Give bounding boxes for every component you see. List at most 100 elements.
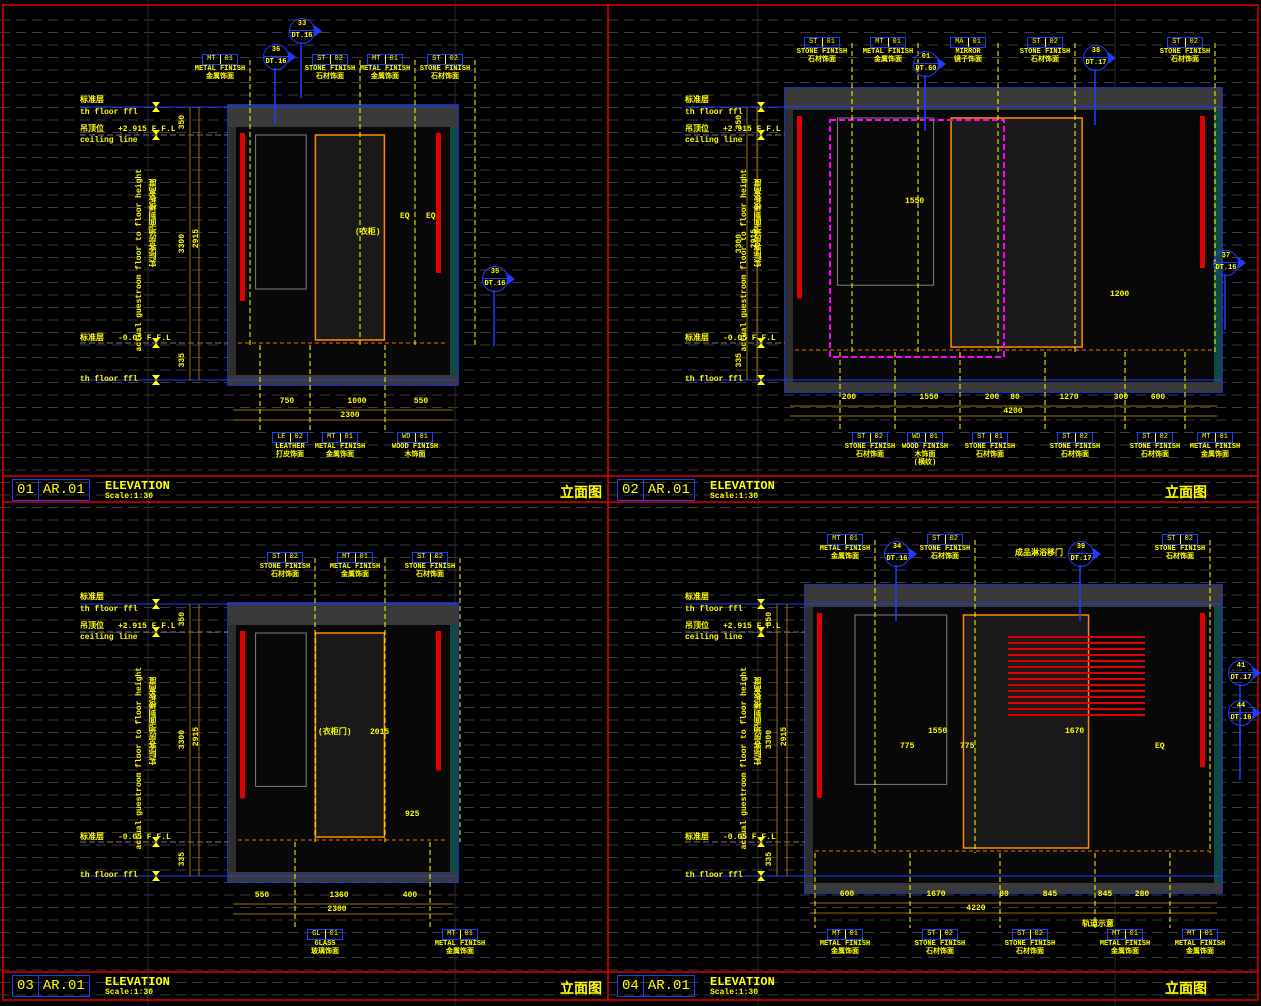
material-note: (横纹) <box>913 459 937 467</box>
drawing-note: (衣柜) <box>355 228 381 237</box>
red-profile <box>797 116 802 299</box>
material-code: MT <box>871 38 889 47</box>
material-name-en: METAL FINISH <box>434 940 486 948</box>
drawing-note: (衣柜门) <box>318 728 352 737</box>
level-marker-icon <box>152 375 160 385</box>
dim-3300: 3300 <box>178 233 187 253</box>
level-marker-icon <box>152 102 160 112</box>
dimension-value: 1270 <box>1059 393 1079 402</box>
dim-3300: 3300 <box>735 233 744 253</box>
drawing-number: 02 <box>618 480 644 500</box>
material-number: 01 <box>994 433 1003 441</box>
material-number: 01 <box>464 930 473 938</box>
drawing-note: 轨道示意 <box>1082 920 1114 929</box>
red-profile <box>817 613 822 798</box>
panel <box>255 134 307 290</box>
material-number: 02 <box>1159 433 1168 441</box>
material-name-cn: 打皮饰面 <box>276 451 304 459</box>
material-code: ST <box>1058 433 1076 442</box>
material-name-en: STONE FINISH <box>964 443 1016 451</box>
material-number: 02 <box>949 535 958 543</box>
level-marker-icon <box>152 627 160 637</box>
material-number: 02 <box>294 433 303 441</box>
material-name-en: METAL FINISH <box>819 545 871 553</box>
vertical-label-en: actual guestroom floor to floor height <box>135 169 144 352</box>
dimension-value: 845 <box>1042 890 1058 899</box>
drawing-title: ELEVATION <box>710 479 775 493</box>
level-ceiling-cn: 吊顶位 <box>80 622 104 631</box>
panel <box>854 614 948 785</box>
dim-335: 335 <box>735 353 744 368</box>
level-marker-icon <box>152 338 160 348</box>
dim-2915: 2915 <box>192 229 201 249</box>
drawing-title: ELEVATION <box>105 975 170 989</box>
dimension-value: 1550 <box>919 393 939 402</box>
dimension-value: 200 <box>841 393 857 402</box>
wall-left <box>785 110 793 382</box>
material-code: MT <box>1183 930 1201 939</box>
material-name-cn: 金属饰面 <box>326 451 354 459</box>
sheet-number: AR.01 <box>42 978 85 994</box>
material-name-en: STONE FINISH <box>1154 545 1206 553</box>
wall-left <box>228 127 236 375</box>
drawing-note: 1200 <box>1110 290 1130 299</box>
material-number: 02 <box>944 930 953 938</box>
level-finish-cn: 标准层 <box>685 334 709 343</box>
material-code: ST <box>928 535 946 544</box>
level-ceiling-cn: 吊顶位 <box>685 622 709 631</box>
material-name-cn: 石材饰面 <box>431 73 459 81</box>
material-name-cn: 石材饰面 <box>931 553 959 561</box>
material-number: 02 <box>289 553 298 561</box>
floor-slab <box>228 872 458 882</box>
material-name-en: WOOD FINISH <box>901 443 949 451</box>
dimension-value: 80 <box>999 890 1009 899</box>
material-code: MT <box>1198 433 1216 442</box>
drawing-title-cn: 立面图 <box>1165 486 1207 502</box>
material-name-en: METAL FINISH <box>194 65 246 73</box>
callout-ref: DT.16 <box>1215 264 1237 272</box>
level-ceiling-value: +2.915 F.F.L <box>118 622 176 631</box>
dim-2915: 2915 <box>192 727 201 747</box>
material-name-cn: 玻璃饰面 <box>311 948 339 956</box>
level-marker-icon <box>757 375 765 385</box>
level-floor-en: th floor ffl <box>80 108 138 117</box>
material-code: ST <box>805 38 823 47</box>
dimension-value: 600 <box>839 890 855 899</box>
material-name-cn: 石材饰面 <box>856 451 884 459</box>
material-number: 01 <box>826 38 835 46</box>
material-name-cn: 金属饰面 <box>206 73 234 81</box>
level-floor-en: th floor ffl <box>685 605 743 614</box>
dim-350: 350 <box>178 612 187 627</box>
